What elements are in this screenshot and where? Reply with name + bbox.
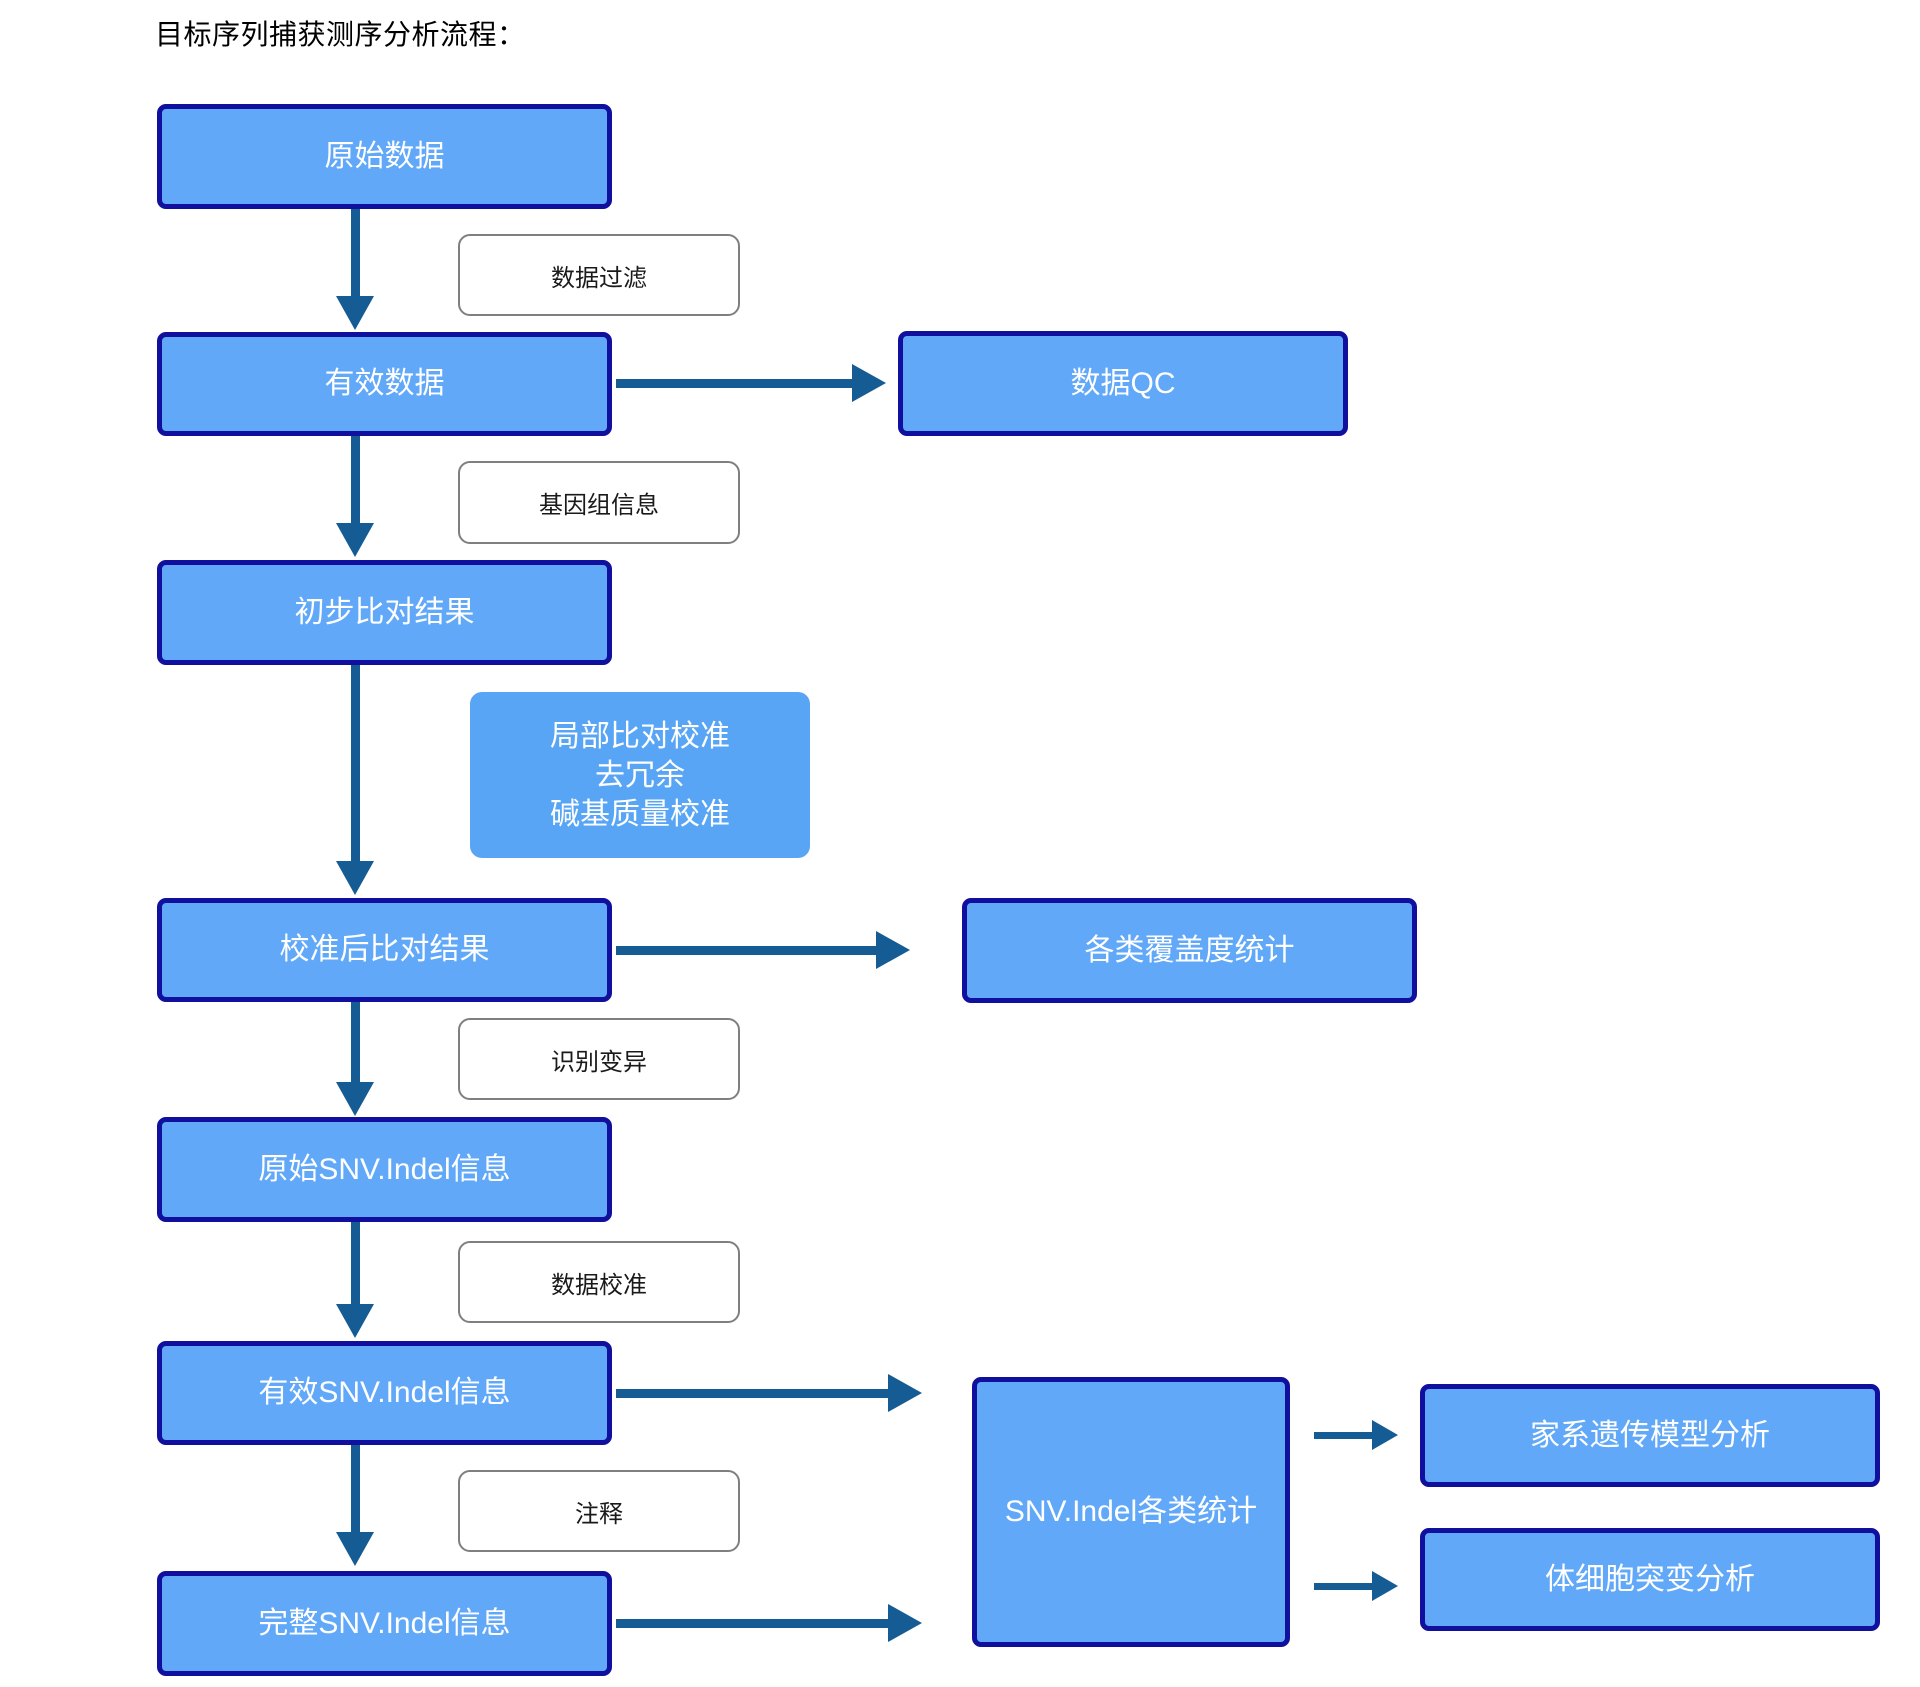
chip-annotation[interactable]: 注释 [458, 1470, 740, 1552]
note-realign-dedup-bqsr[interactable]: 局部比对校准 去冗余 碱基质量校准 [470, 692, 810, 858]
connector-clean-to-qc-line [616, 379, 856, 388]
node-somatic-mutation-analysis-label: 体细胞突变分析 [1545, 1562, 1755, 1596]
node-full-snv-indel[interactable]: 完整SNV.Indel信息 [157, 1571, 612, 1676]
node-pedigree-model-analysis[interactable]: 家系遗传模型分析 [1420, 1384, 1880, 1487]
connector-full-snv-to-stats-arrowhead [888, 1604, 922, 1642]
node-valid-snv-indel[interactable]: 有效SNV.Indel信息 [157, 1341, 612, 1445]
connector-recal-to-coverage-line [616, 946, 880, 955]
connector-initial-to-recal-arrowhead [336, 861, 374, 895]
node-data-qc-label: 数据QC [1070, 366, 1176, 400]
connector-stats-to-somatic-line [1314, 1583, 1376, 1590]
connector-raw-to-clean-line [351, 209, 360, 300]
node-coverage-stats[interactable]: 各类覆盖度统计 [962, 898, 1417, 1003]
node-raw-snv-indel[interactable]: 原始SNV.Indel信息 [157, 1117, 612, 1222]
note-line-3: 碱基质量校准 [550, 797, 730, 831]
connector-recal-to-raw-snv-arrowhead [336, 1082, 374, 1116]
connector-recal-to-raw-snv-line [351, 1002, 360, 1086]
node-valid-snv-indel-label: 有效SNV.Indel信息 [258, 1376, 511, 1410]
connector-clean-to-initial-line [351, 436, 360, 526]
connector-raw-to-clean-arrowhead [336, 296, 374, 330]
node-snv-indel-stats-label: SNV.Indel各类统计 [1004, 1495, 1258, 1529]
chip-annotation-label: 注释 [575, 1500, 623, 1528]
connector-stats-to-pedigree-line [1314, 1432, 1376, 1439]
note-line-2: 去冗余 [595, 758, 685, 792]
connector-raw-snv-to-valid-snv-line [351, 1222, 360, 1306]
connector-valid-snv-to-full-snv-line [351, 1445, 360, 1535]
node-raw-snv-indel-label: 原始SNV.Indel信息 [258, 1152, 511, 1186]
chip-data-recalibration[interactable]: 数据校准 [458, 1241, 740, 1323]
node-clean-data-label: 有效数据 [324, 367, 445, 401]
chip-data-filter-label: 数据过滤 [551, 264, 647, 292]
connector-clean-to-qc-arrowhead [852, 364, 886, 402]
node-snv-indel-stats[interactable]: SNV.Indel各类统计 [972, 1377, 1290, 1647]
connector-clean-to-initial-arrowhead [336, 523, 374, 557]
node-initial-alignment[interactable]: 初步比对结果 [157, 560, 612, 665]
chip-call-variants[interactable]: 识别变异 [458, 1018, 740, 1100]
connector-valid-snv-to-stats-line [616, 1389, 892, 1398]
chip-data-recalibration-label: 数据校准 [551, 1271, 647, 1299]
node-raw-data[interactable]: 原始数据 [157, 104, 612, 209]
connector-raw-snv-to-valid-snv-arrowhead [336, 1304, 374, 1338]
node-recalibrated-alignment[interactable]: 校准后比对结果 [157, 898, 612, 1002]
chip-genome-info[interactable]: 基因组信息 [458, 461, 740, 544]
chip-genome-info-label: 基因组信息 [539, 492, 659, 519]
connector-stats-to-pedigree-arrowhead [1372, 1420, 1398, 1450]
connector-full-snv-to-stats-line [616, 1619, 892, 1628]
connector-initial-to-recal-line [351, 665, 360, 865]
node-somatic-mutation-analysis[interactable]: 体细胞突变分析 [1420, 1528, 1880, 1631]
connector-stats-to-somatic-arrowhead [1372, 1571, 1398, 1601]
page-title: 目标序列捕获测序分析流程： [155, 19, 526, 50]
node-full-snv-indel-label: 完整SNV.Indel信息 [258, 1606, 511, 1640]
node-raw-data-label: 原始数据 [324, 139, 445, 173]
node-initial-alignment-label: 初步比对结果 [294, 595, 475, 629]
chip-data-filter[interactable]: 数据过滤 [458, 234, 740, 316]
note-line-1: 局部比对校准 [550, 719, 730, 753]
connector-valid-snv-to-stats-arrowhead [888, 1374, 922, 1412]
chip-call-variants-label: 识别变异 [551, 1048, 647, 1076]
connector-recal-to-coverage-arrowhead [876, 931, 910, 969]
node-coverage-stats-label: 各类覆盖度统计 [1084, 933, 1295, 967]
connector-valid-snv-to-full-snv-arrowhead [336, 1532, 374, 1566]
node-pedigree-model-analysis-label: 家系遗传模型分析 [1530, 1418, 1770, 1452]
node-clean-data[interactable]: 有效数据 [157, 332, 612, 436]
node-recalibrated-alignment-label: 校准后比对结果 [279, 933, 490, 967]
node-data-qc[interactable]: 数据QC [898, 331, 1348, 436]
